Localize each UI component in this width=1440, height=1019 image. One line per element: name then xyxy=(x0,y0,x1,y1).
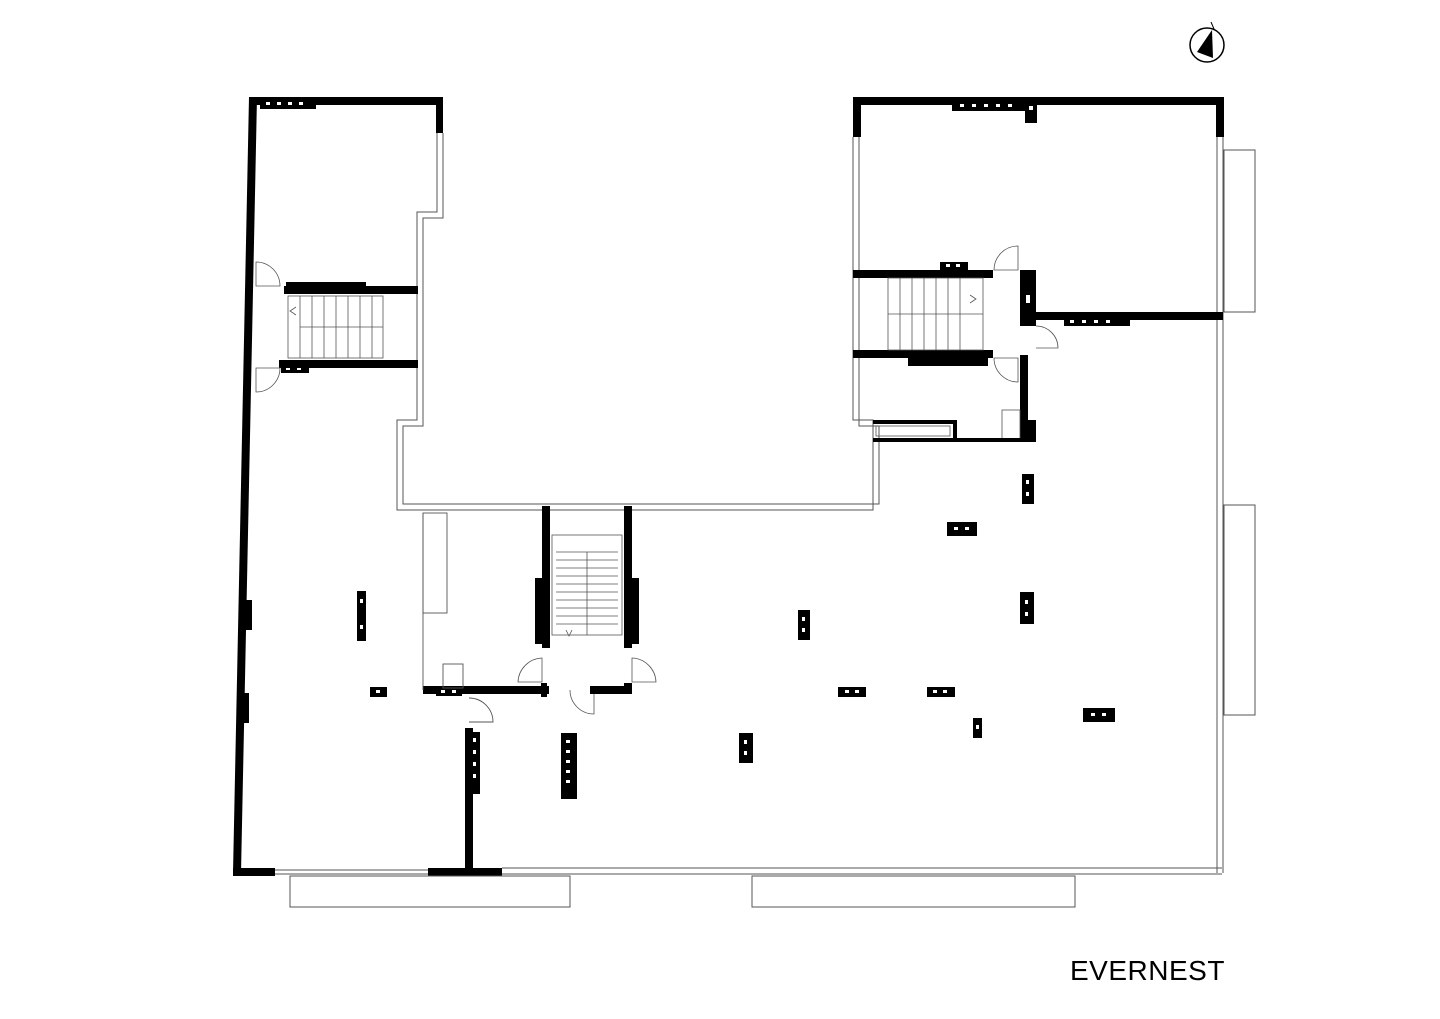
left-north-window xyxy=(260,99,316,109)
left-wing-window-frames xyxy=(262,100,635,511)
left-columns xyxy=(357,591,387,697)
columns xyxy=(561,474,1115,799)
brand-label: EVERNEST xyxy=(1070,955,1225,986)
right-stair-core xyxy=(853,245,1223,442)
core-side-rooms xyxy=(422,512,494,723)
column-marks xyxy=(566,480,1106,783)
right-wing-walls xyxy=(853,97,1224,137)
right-wing-frames xyxy=(635,137,1256,873)
south-wall xyxy=(233,867,1222,876)
north-arrow-icon xyxy=(1189,21,1225,63)
left-wing-walls xyxy=(233,97,443,873)
south-partition xyxy=(465,728,480,870)
central-core xyxy=(423,506,657,715)
south-balconies xyxy=(289,875,1076,908)
left-stair-core xyxy=(255,261,418,393)
